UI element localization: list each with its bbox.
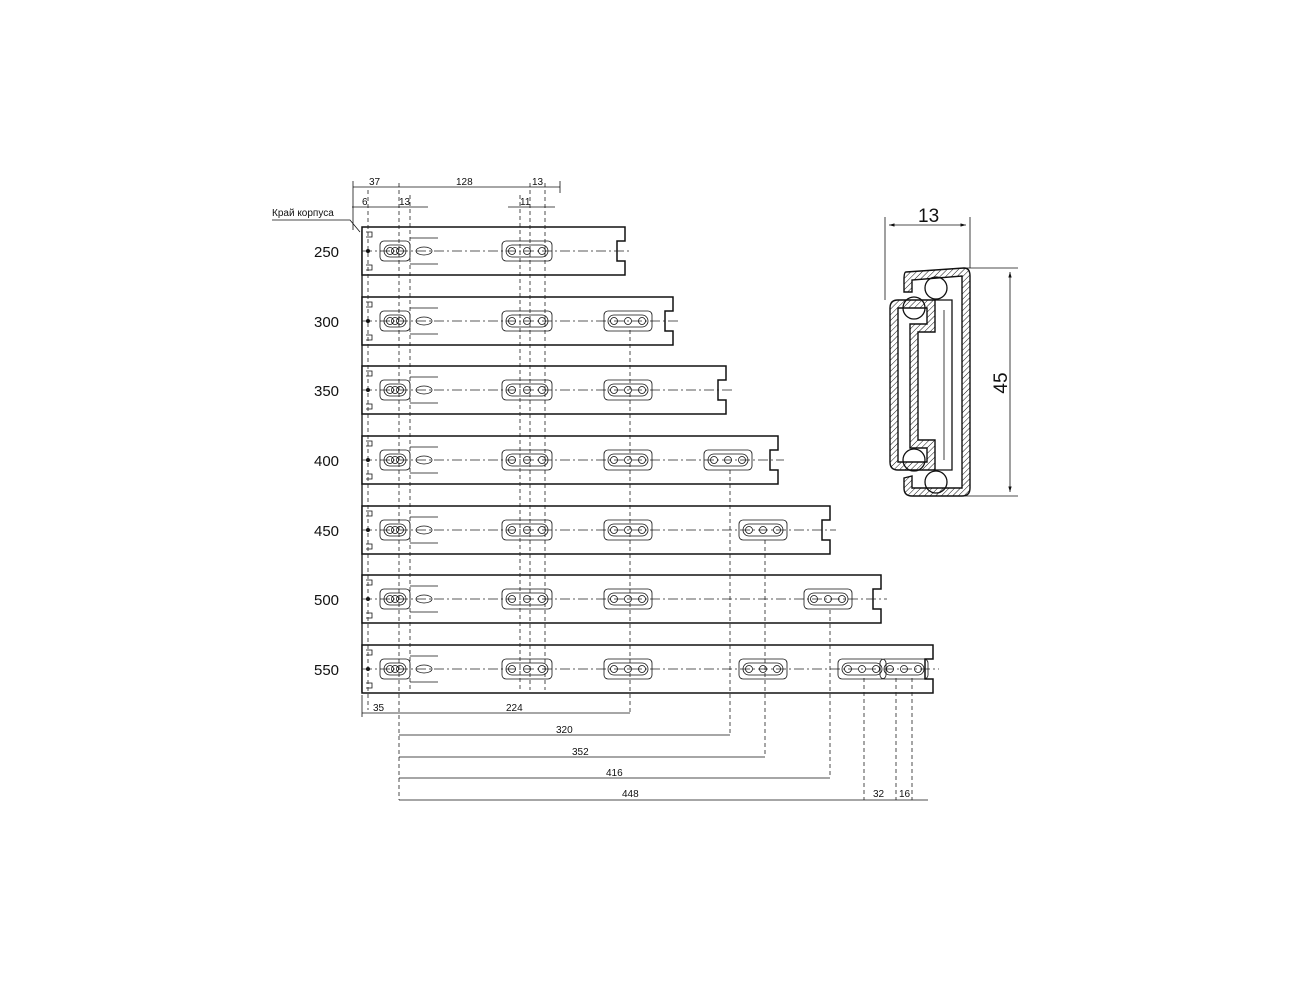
dim-128: 128	[456, 177, 473, 188]
reference-lines	[367, 183, 913, 800]
rail-250: 250	[314, 226, 631, 276]
rail-400: 400	[314, 435, 784, 485]
rail-length-label: 300	[314, 314, 339, 331]
dim-352: 352	[572, 747, 589, 758]
rail-cross-section: 13 45	[884, 206, 1018, 497]
dim-13: 13	[399, 197, 411, 208]
rail-length-label: 350	[314, 383, 339, 400]
rail-length-label: 550	[314, 662, 339, 679]
rail-500: 500	[314, 574, 887, 624]
dim-416: 416	[606, 768, 623, 779]
dim-448: 448	[622, 789, 639, 800]
rail-550: 550	[314, 644, 939, 694]
dim-6: 6	[362, 197, 368, 208]
rail-length-label: 250	[314, 244, 339, 261]
rail-length-label: 500	[314, 592, 339, 609]
dim-13-top: 13	[532, 177, 544, 188]
rail-300: 300	[314, 296, 679, 346]
edge-label: Край корпуса	[272, 208, 334, 219]
dim-11: 11	[520, 197, 531, 208]
dim-320: 320	[556, 725, 573, 736]
section-width: 13	[918, 206, 939, 227]
rail-350: 350	[314, 365, 732, 415]
dim-37: 37	[369, 177, 381, 188]
cabinet-edge: Край корпуса	[272, 208, 363, 692]
rail-length-label: 400	[314, 453, 339, 470]
dim-35: 35	[373, 703, 385, 714]
top-dimensions: 37 128 13 6 13 11	[352, 177, 561, 230]
dim-16: 16	[899, 789, 911, 800]
dim-32: 32	[873, 789, 885, 800]
section-height: 45	[991, 372, 1012, 393]
rail-450: 450	[314, 505, 836, 555]
bottom-dimensions: 35 224 320 352 416 448 32 16	[361, 695, 928, 801]
rails: 250 300 350 400 450 500 550	[314, 226, 939, 694]
dim-224: 224	[506, 703, 523, 714]
rail-length-label: 450	[314, 523, 339, 540]
